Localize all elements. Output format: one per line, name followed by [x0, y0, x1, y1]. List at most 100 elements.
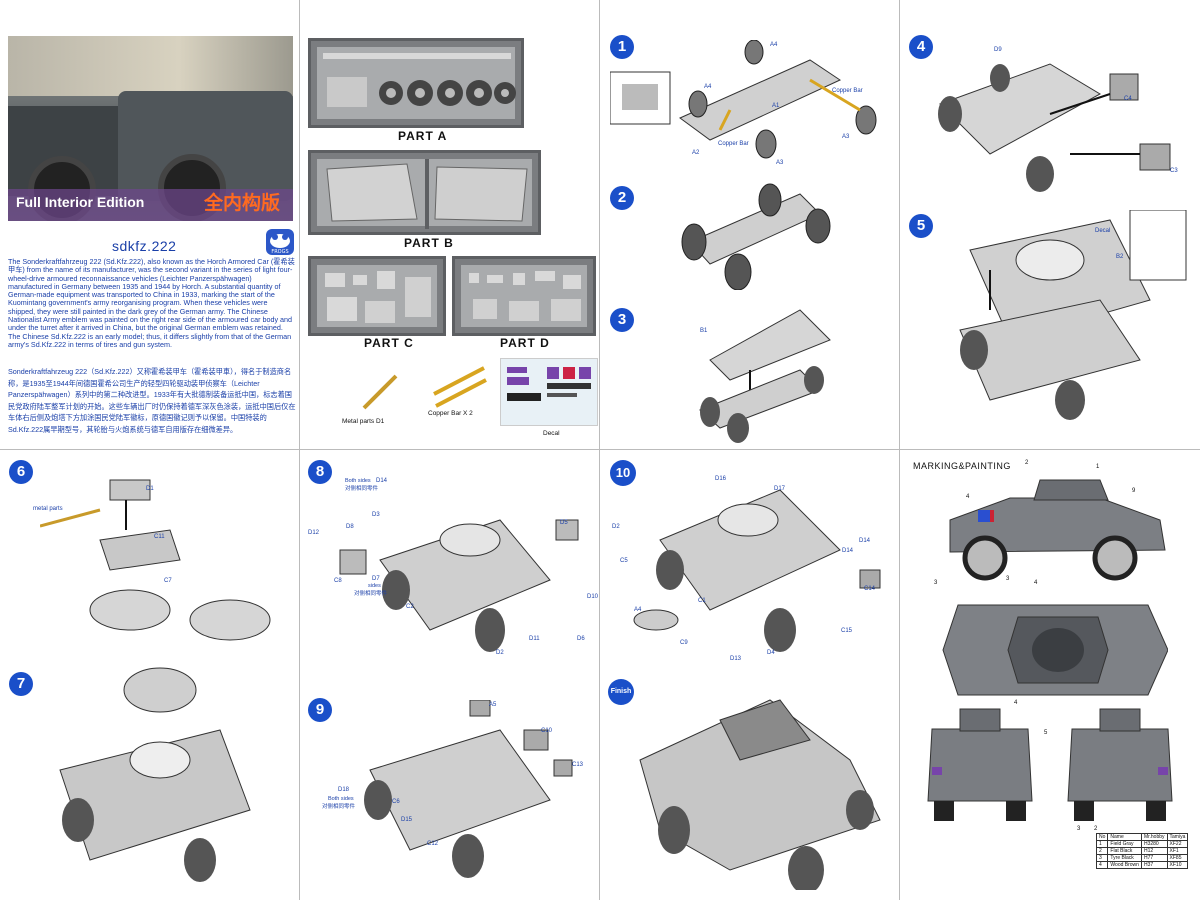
steps-1-3-panel: 1 A4 A4 A1 Copper Bar A3 A2 Copper Bar A…	[600, 0, 899, 449]
steps-8-9-panel: 8 Both sides D14 对侧相同零件 D3 D12 D8 C8 D7 …	[300, 450, 599, 900]
step-7-diagram	[59, 667, 251, 882]
callout: A4	[704, 84, 712, 90]
callout: C1	[698, 598, 706, 604]
callout: A1	[772, 103, 780, 109]
legend-header-cell: Tamiya	[1166, 833, 1189, 841]
step-number: 7	[9, 672, 33, 696]
step-1-diagram	[610, 40, 877, 159]
callout: C12	[427, 841, 439, 847]
callout: C11	[154, 534, 165, 540]
callout: D4	[767, 650, 775, 656]
callout: C8	[334, 578, 342, 584]
step-3-diagram	[699, 309, 831, 443]
callout: C14	[864, 586, 876, 592]
callout: C3	[1170, 168, 1178, 174]
callout: 3	[934, 580, 938, 586]
step-number: 6	[9, 460, 33, 484]
callout: B1	[700, 328, 708, 334]
callout: A5	[489, 702, 497, 708]
divider	[299, 0, 300, 900]
step-8-diagram	[339, 519, 579, 652]
callout: 对侧相同零件	[322, 804, 356, 810]
steps-6-7-panel: 6 metal parts D1 C11 C7 7	[0, 450, 299, 900]
callout: metal parts	[33, 506, 63, 512]
sprue-b	[308, 150, 541, 235]
legend-header-cell: No	[1095, 833, 1109, 841]
callout: A4	[634, 607, 642, 613]
side-view	[949, 479, 1166, 581]
marking-panel: MARKING&PAINTING 2 1 9 4 3 3 4 4 5 3 2 N…	[900, 450, 1200, 900]
callout: D14	[859, 538, 871, 544]
callout: D1	[146, 486, 154, 492]
callout: D2	[496, 650, 504, 656]
part-a-label: PART A	[398, 129, 448, 143]
callout: 4	[966, 494, 970, 500]
part-b-label: PART B	[404, 236, 454, 250]
cover-photo: Full Interior Edition 全内构版	[8, 36, 293, 221]
metal-barrel-drawing	[362, 374, 398, 410]
callout: 4	[1014, 700, 1018, 706]
callout: D15	[401, 817, 413, 823]
callout: Both sides	[345, 478, 371, 484]
front-view	[927, 708, 1033, 821]
callout: D7	[372, 576, 380, 582]
part-c-label: PART C	[364, 336, 414, 350]
callout: C10	[541, 728, 553, 734]
callout: 对侧相同零件	[345, 486, 379, 492]
divider	[599, 0, 600, 900]
divider	[899, 0, 900, 900]
legend-header-cell: Name	[1107, 833, 1142, 841]
edition-label-cn: 全内构版	[204, 193, 281, 214]
callout: sides	[368, 583, 381, 589]
sprue-a	[308, 38, 524, 128]
callout: C15	[841, 628, 853, 634]
step-10-diagram	[633, 489, 881, 652]
finish-diagram	[639, 699, 881, 890]
brand-logo: FROGS	[266, 229, 294, 255]
page-title: sdkfz.222	[112, 238, 177, 254]
callout: D16	[715, 476, 727, 482]
callout: 2	[1025, 460, 1029, 466]
callout: D2	[612, 524, 620, 530]
callout: D14	[842, 548, 854, 554]
callout: B2	[1116, 254, 1124, 260]
callout: A4	[770, 42, 778, 48]
copper-bar-caption: Copper Bar X 2	[428, 410, 473, 417]
callout: Copper Bar	[718, 141, 749, 147]
callout: 3	[1077, 826, 1081, 832]
step-number: 1	[610, 35, 634, 59]
callout: Copper Bar	[832, 88, 863, 94]
step-number: 10	[610, 460, 636, 486]
callout: D5	[560, 520, 568, 526]
callout: C5	[620, 558, 628, 564]
step-number: 9	[308, 698, 332, 722]
callout: 1	[1096, 464, 1100, 470]
callout: D18	[338, 787, 350, 793]
callout: D9	[994, 47, 1002, 53]
callout: Decal	[1095, 228, 1111, 234]
step-6-diagram	[40, 479, 271, 641]
callout: 对侧相同零件	[354, 591, 388, 597]
callout: D10	[587, 594, 599, 600]
step-4-diagram	[938, 63, 1171, 192]
callout: 3	[1006, 576, 1010, 582]
callout: A3	[776, 160, 784, 166]
step-5-diagram	[959, 210, 1187, 420]
callout: C13	[572, 762, 584, 768]
callout: C6	[392, 799, 400, 805]
metal-parts-caption: Metal parts D1	[342, 418, 385, 425]
step-10-panel: 10 D16 D17 D2 C5 D14 D14 C14 A4 C1 C9 D1…	[600, 450, 899, 900]
divider	[0, 449, 1200, 450]
sprue-d	[452, 256, 596, 336]
callout: C2	[406, 604, 414, 610]
top-view	[942, 604, 1168, 696]
step-number: 2	[610, 186, 634, 210]
step-number: 8	[308, 460, 332, 484]
callout: D3	[372, 512, 380, 518]
callout: D8	[346, 524, 354, 530]
finish-badge: Finish	[608, 679, 634, 705]
rear-view	[1067, 708, 1173, 821]
